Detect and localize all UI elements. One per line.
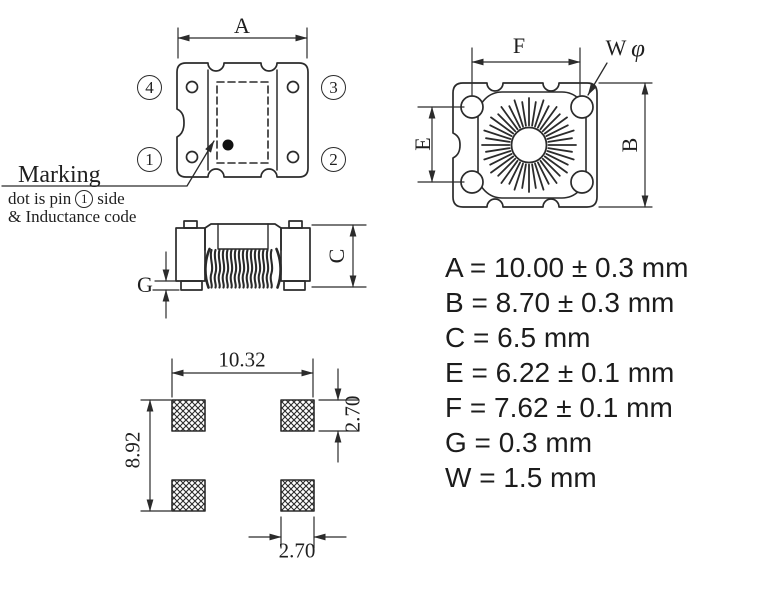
land-dim-width: 10.32 [218,347,266,372]
pad [171,399,206,432]
dim-label-g: G [137,272,153,297]
side-view [152,220,367,319]
dim-label-e: E [410,137,435,151]
top-view [1,27,309,187]
dimension-spec-f: F = 7.62 ± 0.1 mm [445,392,673,423]
pin-badge-1: 1 [137,147,162,172]
land-dim-height: 8.92 [120,431,145,469]
pad [280,479,315,512]
marking-note-prefix: dot is pin [8,189,72,208]
marking-note-suffix: side [97,189,125,208]
dim-label-f: F [512,33,526,58]
dim-label-b: B [617,137,642,153]
land-pattern [140,358,360,549]
pin-number: 1 [145,149,154,169]
pad [171,479,206,512]
pin1-mini-badge: 1 [75,190,94,208]
marking-dot [222,139,234,151]
pin-number: 1 [81,191,88,206]
pad [280,399,315,432]
dimension-spec-c: C = 6.5 mm [445,322,591,353]
marking-note: dot is pin 1 side [8,189,125,209]
land-dim-pad-width: 2.70 [278,538,316,563]
dim-label-phi: φ [631,35,645,63]
coil-winding [204,247,282,289]
pin-number: 3 [329,77,338,97]
pin-number: 2 [329,149,338,169]
toroid-coil [481,97,577,193]
marking-note-line2: & Inductance code [8,207,137,226]
bottom-view [417,47,653,208]
dimension-spec-w: W = 1.5 mm [445,462,597,493]
dimension-spec-b: B = 8.70 ± 0.3 mm [445,287,675,318]
dimension-list: A = 10.00 ± 0.3 mm B = 8.70 ± 0.3 mm C = 6… [445,250,688,495]
dim-label-w: W [605,35,627,60]
dimension-spec-g: G = 0.3 mm [445,427,593,458]
dim-label-a: A [234,13,250,38]
dim-label-c: C [324,248,349,264]
pin-badge-2: 2 [321,147,346,172]
dimension-spec-a: A = 10.00 ± 0.3 mm [445,252,689,283]
pin-number: 4 [145,77,154,97]
pin-badge-4: 4 [137,75,162,100]
pin-badge-3: 3 [321,75,346,100]
marking-label: Marking [18,162,101,188]
dimension-spec-e: E = 6.22 ± 0.1 mm [445,357,675,388]
land-dim-pad-height: 2.70 [340,395,365,433]
